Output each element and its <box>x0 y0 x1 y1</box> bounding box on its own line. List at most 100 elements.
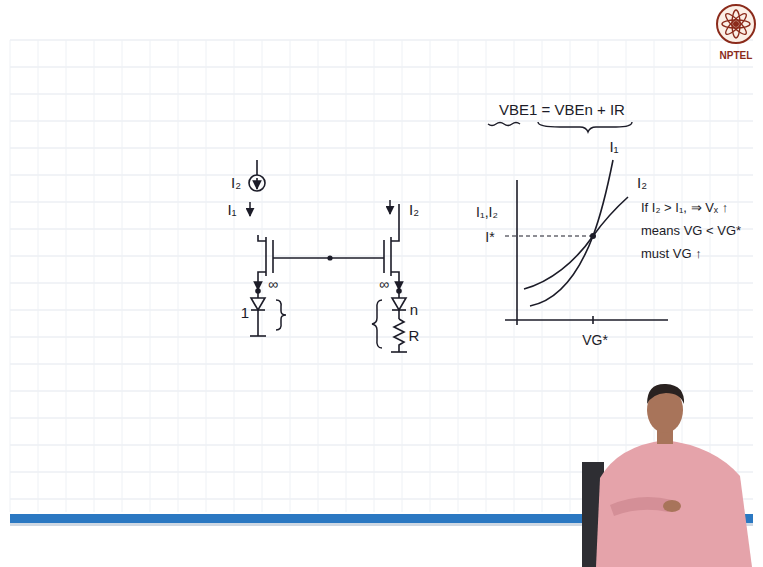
ruled-grid <box>178 40 179 512</box>
ruled-grid <box>682 40 683 512</box>
current-arrow <box>250 200 390 216</box>
brace <box>276 300 286 330</box>
curve-label: I₁ <box>609 138 618 155</box>
ruled-grid <box>10 148 753 149</box>
axis-value: VG* <box>582 332 608 348</box>
current-label: I₂ <box>231 174 241 191</box>
ruled-grid <box>626 40 627 512</box>
nptel-logo <box>722 20 750 28</box>
ruled-grid <box>10 40 753 512</box>
current-source <box>256 160 258 175</box>
diode-symbol <box>398 310 400 319</box>
current-arrow <box>249 202 251 216</box>
ruled-grid <box>10 364 753 365</box>
resistor-symbol <box>394 319 404 352</box>
mosfet-symbol <box>258 235 266 241</box>
nptel-logo <box>722 10 750 38</box>
nptel-logo <box>723 11 748 36</box>
ruled-grid <box>66 40 67 512</box>
operating-point <box>590 233 596 239</box>
diode-symbol <box>398 291 400 298</box>
ruled-grid <box>10 40 11 512</box>
nptel-logo <box>717 5 755 43</box>
current-label: I₁ <box>227 201 236 218</box>
ruled-grid <box>402 40 403 512</box>
ruled-grid <box>10 418 753 419</box>
ruled-grid <box>486 40 487 512</box>
diode-symbol <box>257 291 259 298</box>
graph-axes <box>516 180 518 325</box>
ruled-grid <box>234 40 235 512</box>
graph-axes <box>505 235 593 236</box>
diode-symbol <box>250 289 266 336</box>
ruled-grid <box>94 40 95 512</box>
annotation-note: must VG ↑ <box>641 247 702 262</box>
mosfet-symbol <box>272 240 274 273</box>
lecturer-figure <box>663 500 681 512</box>
mosfet-symbol <box>391 272 399 290</box>
size-ratio: ∞ <box>268 276 278 292</box>
ruled-grid <box>206 40 207 512</box>
ruled-grid <box>262 40 263 512</box>
current-source <box>249 175 265 191</box>
underline-mark <box>488 122 632 132</box>
ruled-grid <box>122 40 123 512</box>
diode-symbol <box>392 289 406 319</box>
diode-ratio: n <box>410 301 418 318</box>
graph-axes <box>592 316 594 324</box>
ruled-grid <box>10 94 753 95</box>
current-arrow <box>389 200 391 214</box>
ruled-grid <box>10 40 753 41</box>
annotation-note: If I₂ > I₁, ⇒ Vₓ ↑ <box>641 201 728 216</box>
curve <box>524 160 628 306</box>
diode-ratio: 1 <box>241 304 249 321</box>
resistor-symbol <box>391 319 407 352</box>
ruled-grid <box>738 40 739 512</box>
lecturer-figure <box>596 440 752 567</box>
lecturer-figure <box>610 497 672 516</box>
diode-symbol <box>250 335 266 337</box>
nptel-logo <box>723 11 748 36</box>
graph-axes <box>505 319 668 321</box>
ruled-grid <box>458 40 459 512</box>
equation: VBE1 = VBEn + IR <box>499 101 625 118</box>
nptel-logo <box>733 21 739 27</box>
ruled-grid <box>318 40 319 512</box>
ruled-grid <box>290 40 291 512</box>
ruled-grid <box>654 40 655 512</box>
diode-symbol <box>257 310 259 336</box>
ruled-grid <box>10 337 753 338</box>
ruled-grid <box>10 121 753 122</box>
lecturer-figure <box>647 384 684 404</box>
ruled-grid <box>430 40 431 512</box>
resistor-symbol <box>391 351 407 353</box>
curve <box>524 197 628 289</box>
mosfet-symbol <box>258 272 266 290</box>
mosfet-symbol <box>390 237 392 276</box>
nptel-logo <box>717 5 755 43</box>
ruled-grid <box>10 391 753 392</box>
annotation-note: means VG < VG* <box>641 224 741 239</box>
ruled-grid <box>38 40 39 512</box>
brace <box>372 300 382 348</box>
nptel-logo <box>732 10 740 38</box>
ruled-grid <box>10 310 753 311</box>
gate-wire <box>328 256 332 260</box>
ruled-grid <box>710 40 711 512</box>
ruled-grid <box>374 40 375 512</box>
current-source <box>249 160 265 191</box>
curve-label: I₂ <box>637 174 647 191</box>
mosfet-symbol <box>265 237 267 276</box>
size-ratio: ∞ <box>379 276 389 292</box>
logo-text: NPTEL <box>720 50 753 62</box>
axis-label: I₁,I₂ <box>476 204 498 220</box>
mosfet-symbol <box>383 240 385 273</box>
curve <box>530 160 613 306</box>
ruled-grid <box>10 67 753 68</box>
axis-value: I* <box>485 229 494 245</box>
ruled-grid <box>150 40 151 512</box>
current-label: I₂ <box>409 201 419 218</box>
mosfet-symbol <box>391 204 399 241</box>
underline-mark <box>488 123 520 126</box>
